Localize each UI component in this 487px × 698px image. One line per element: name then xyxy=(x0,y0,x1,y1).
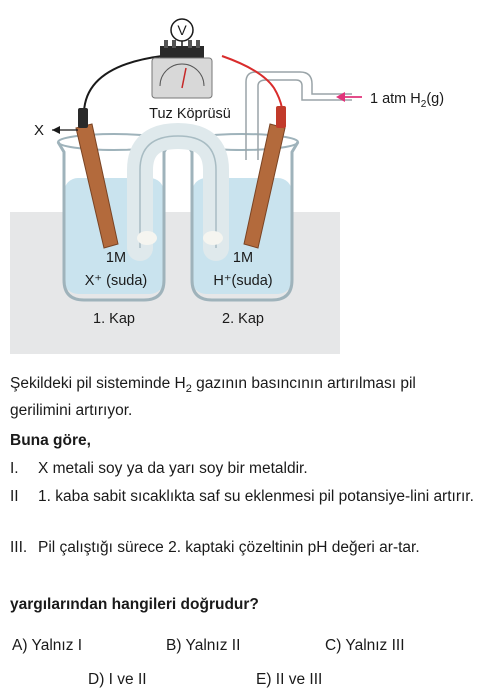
left-solution: X⁺ (suda) xyxy=(85,273,147,289)
gas-label-group: 1 atm H2(g) xyxy=(336,91,444,110)
statement-number: II xyxy=(10,488,19,505)
option-b[interactable]: B) Yalnız II xyxy=(166,637,241,654)
statement-text: 1. kaba sabit sıcaklıkta saf su eklenmes… xyxy=(38,488,474,505)
voltmeter-symbol: V xyxy=(177,22,187,38)
salt-bridge-label: Tuz Köprüsü xyxy=(149,106,231,122)
cotton-plug-right xyxy=(203,231,223,245)
h2-gas-tube xyxy=(245,71,352,160)
gas-label: 1 atm H2(g) xyxy=(370,91,444,110)
right-solution: H⁺(suda) xyxy=(213,273,272,289)
option-d[interactable]: D) I ve II xyxy=(88,671,147,688)
left-concentration: 1M xyxy=(106,250,126,266)
option-e[interactable]: E) II ve III xyxy=(256,671,323,688)
left-beaker-name: 1. Kap xyxy=(93,311,135,327)
statement-number: III. xyxy=(10,539,28,556)
statement-number: I. xyxy=(10,460,19,477)
clip-right xyxy=(276,106,286,128)
x-electrode-label-group: X xyxy=(34,122,78,139)
clip-left xyxy=(78,108,88,128)
cotton-plug-left xyxy=(137,231,157,245)
option-a[interactable]: A) Yalnız I xyxy=(12,637,83,654)
electrode-x-label: X xyxy=(34,122,44,139)
statement-text: X metali soy ya da yarı soy bir metaldir… xyxy=(38,460,308,477)
question-lead: Buna göre, xyxy=(10,432,91,449)
question-intro: Şekildeki pil sisteminde H2 gazının bası… xyxy=(10,375,416,420)
electrochemical-cell-diagram: V Tuz Köprüsü X 1 atm H2(g) 1M X⁺ (suda)… xyxy=(10,18,444,354)
salt-bridge xyxy=(127,122,229,261)
option-c[interactable]: C) Yalnız III xyxy=(325,637,405,654)
voltmeter: V xyxy=(151,18,213,99)
question-ask: yargılarından hangileri doğrudur? xyxy=(10,596,259,613)
statement-text: Pil çalıştığı sürece 2. kaptaki çözeltin… xyxy=(38,539,420,556)
right-concentration: 1M xyxy=(233,250,253,266)
right-beaker-name: 2. Kap xyxy=(222,311,264,327)
wire-black xyxy=(83,55,163,113)
wire-red xyxy=(221,55,283,109)
